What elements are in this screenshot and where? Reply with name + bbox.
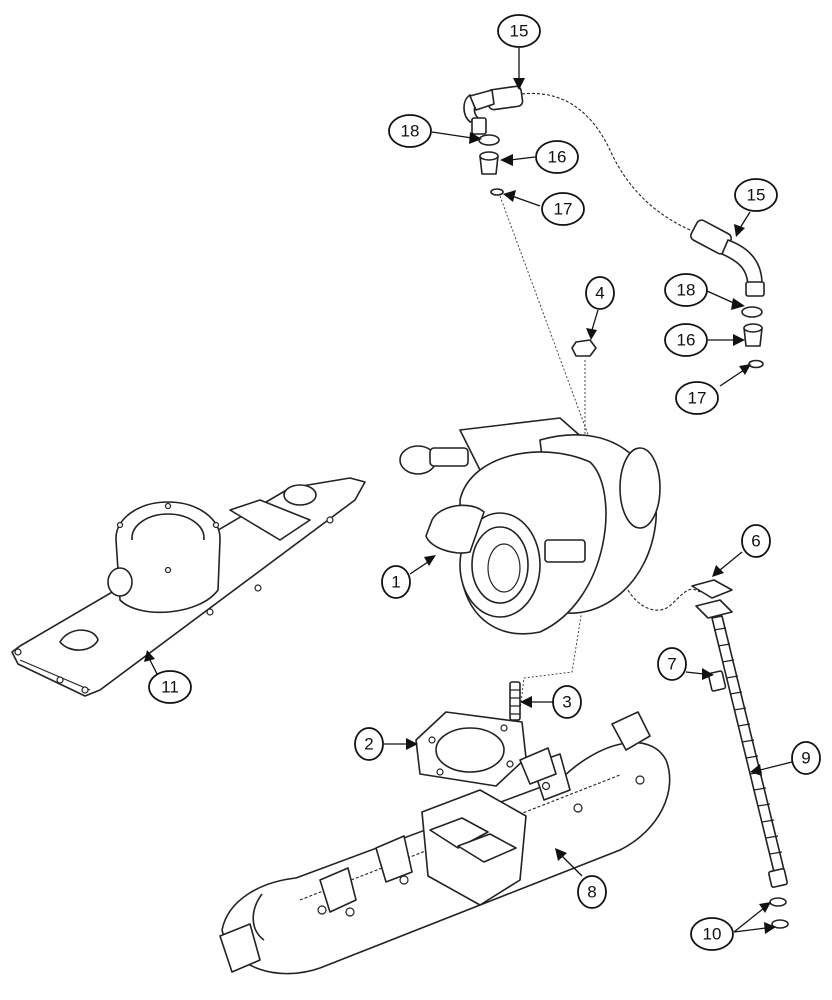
callout-9: 9: [791, 741, 821, 775]
callout-label: 16: [677, 331, 696, 350]
callout-label: 10: [703, 925, 722, 944]
callout-label: 8: [587, 883, 596, 902]
callout-label: 7: [667, 655, 676, 674]
nut-part: [571, 339, 597, 357]
callout-8: 8: [577, 875, 607, 909]
callout-label: 17: [688, 389, 707, 408]
callout-18-right: 18: [664, 273, 708, 307]
callout-label: 2: [364, 735, 373, 754]
exhaust-manifold: [219, 711, 671, 975]
intake-manifold-cover: [11, 477, 366, 697]
callout-label: 18: [677, 281, 696, 300]
callout-label: 3: [562, 693, 571, 712]
oil-drain-assembly: [627, 579, 789, 929]
callout-label: 16: [548, 148, 567, 167]
callout-label: 15: [747, 186, 766, 205]
callout-16-top: 16: [535, 140, 579, 174]
callout-17-top: 17: [541, 192, 585, 226]
turbocharger: [399, 417, 661, 635]
callout-11: 11: [148, 670, 192, 704]
callout-15-right: 15: [734, 178, 778, 212]
callout-label: 1: [391, 573, 400, 592]
callout-2: 2: [354, 727, 384, 761]
callout-4: 4: [585, 276, 615, 310]
stud-part: [509, 681, 521, 721]
callout-label: 11: [161, 678, 179, 697]
callout-18-top: 18: [388, 114, 432, 148]
callout-1: 1: [381, 565, 411, 599]
right-fitting-stack: [741, 306, 764, 369]
callout-15-top: 15: [497, 14, 541, 48]
callout-7: 7: [657, 647, 687, 681]
callout-17-right: 17: [675, 381, 719, 415]
callout-label: 18: [401, 122, 420, 141]
callout-label: 9: [801, 749, 810, 768]
gasket-part: [415, 711, 527, 787]
callout-3: 3: [552, 685, 582, 719]
callout-16-right: 16: [664, 323, 708, 357]
callout-label: 4: [595, 284, 604, 303]
callout-label: 17: [554, 200, 573, 219]
upper-fitting-stack: [478, 134, 504, 196]
callout-label: 6: [751, 532, 760, 551]
callout-10: 10: [690, 917, 734, 951]
leader-lines: [144, 48, 793, 934]
oil-supply-tube: [463, 85, 765, 297]
callout-label: 15: [510, 22, 529, 41]
callout-6: 6: [741, 524, 771, 558]
